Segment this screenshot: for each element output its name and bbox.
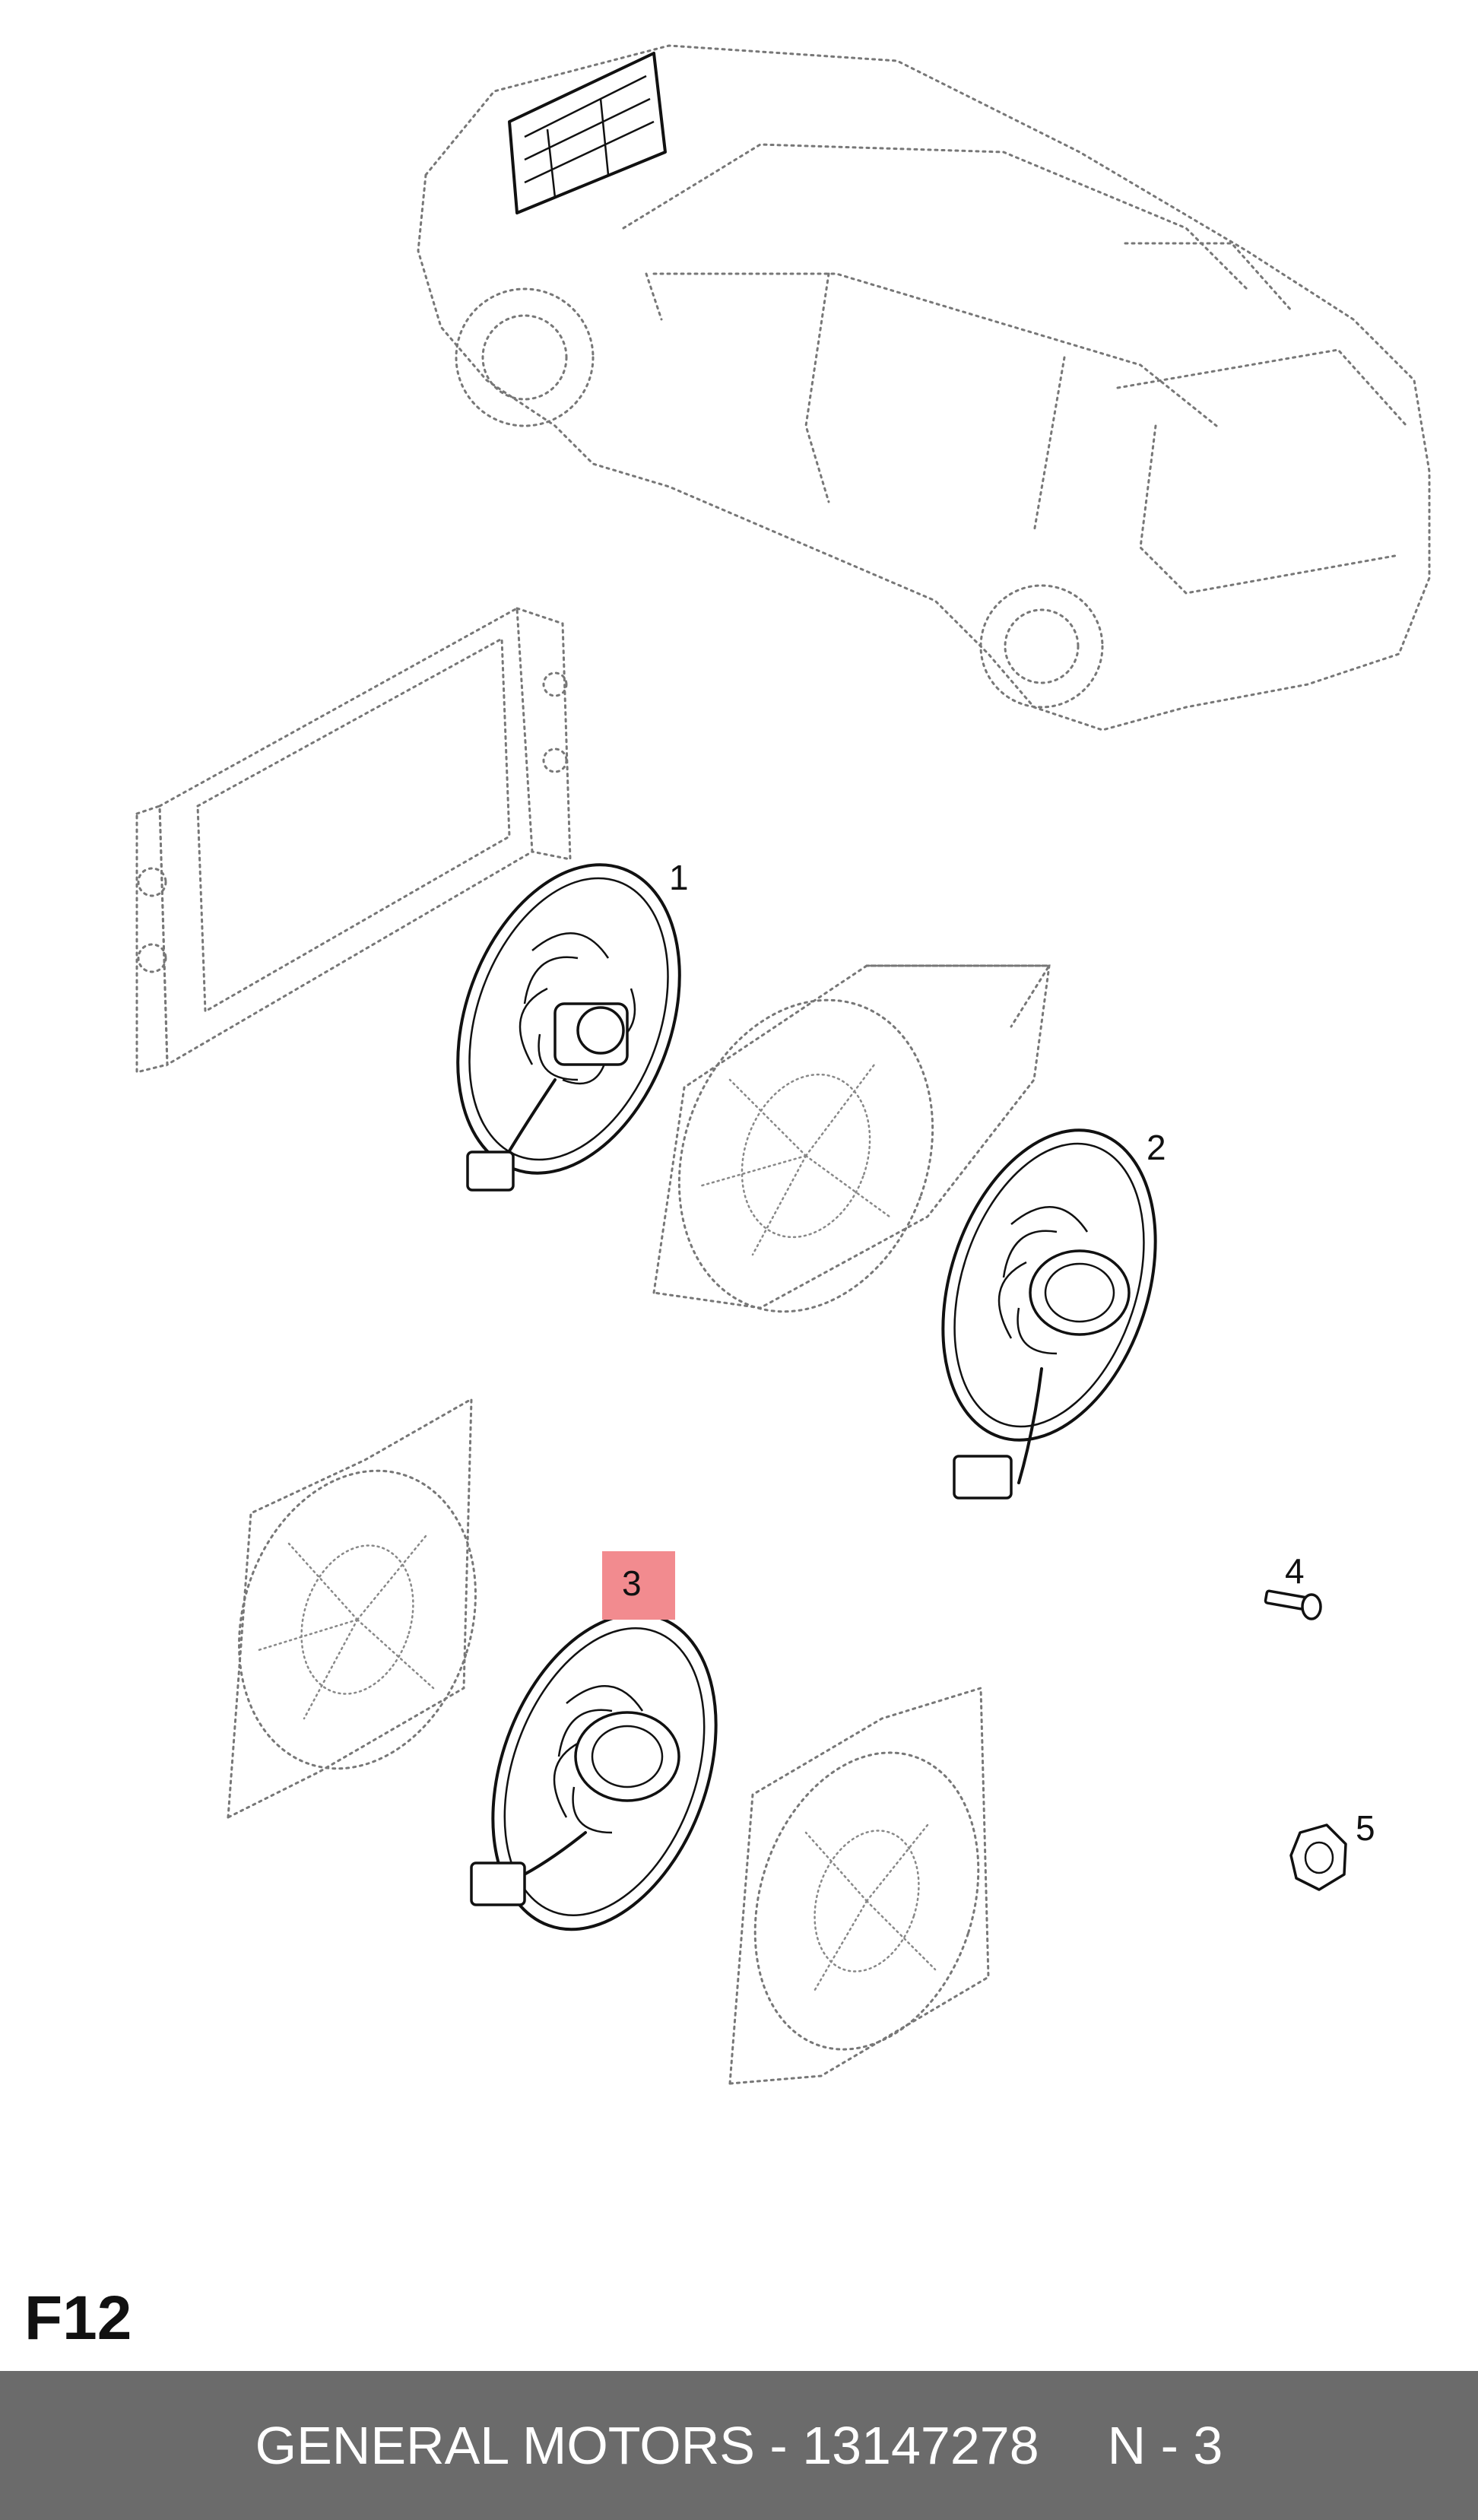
callout-4: 4 xyxy=(1285,1551,1305,1591)
radiator xyxy=(135,606,572,1074)
part-number-label: GENERAL MOTORS - 13147278 xyxy=(255,2416,1039,2475)
fan-1 xyxy=(456,863,681,1192)
fan-2 xyxy=(941,1128,1157,1500)
callout-5: 5 xyxy=(1356,1808,1375,1848)
fan-3-shroud-right xyxy=(728,1686,990,2085)
footer-bar: GENERAL MOTORS - 13147278 N - 3 xyxy=(0,2371,1478,2520)
nut xyxy=(1289,1823,1347,1891)
fan-1-shroud xyxy=(652,964,1051,1313)
position-label: N - 3 xyxy=(1107,2416,1223,2475)
parts-diagram: 1 2 3 4 5 xyxy=(135,44,1431,2085)
fan-3 xyxy=(470,1612,718,1931)
bolt xyxy=(1264,1589,1322,1620)
callout-2: 2 xyxy=(1147,1128,1166,1167)
callout-1: 1 xyxy=(669,858,689,897)
diagram-code: F12 xyxy=(24,2284,132,2353)
callout-3-highlight xyxy=(602,1551,675,1620)
callout-3: 3 xyxy=(622,1563,642,1603)
car-silhouette xyxy=(417,44,1431,732)
car-frame-highlight xyxy=(508,52,667,214)
fan-3-shroud xyxy=(227,1397,477,1820)
